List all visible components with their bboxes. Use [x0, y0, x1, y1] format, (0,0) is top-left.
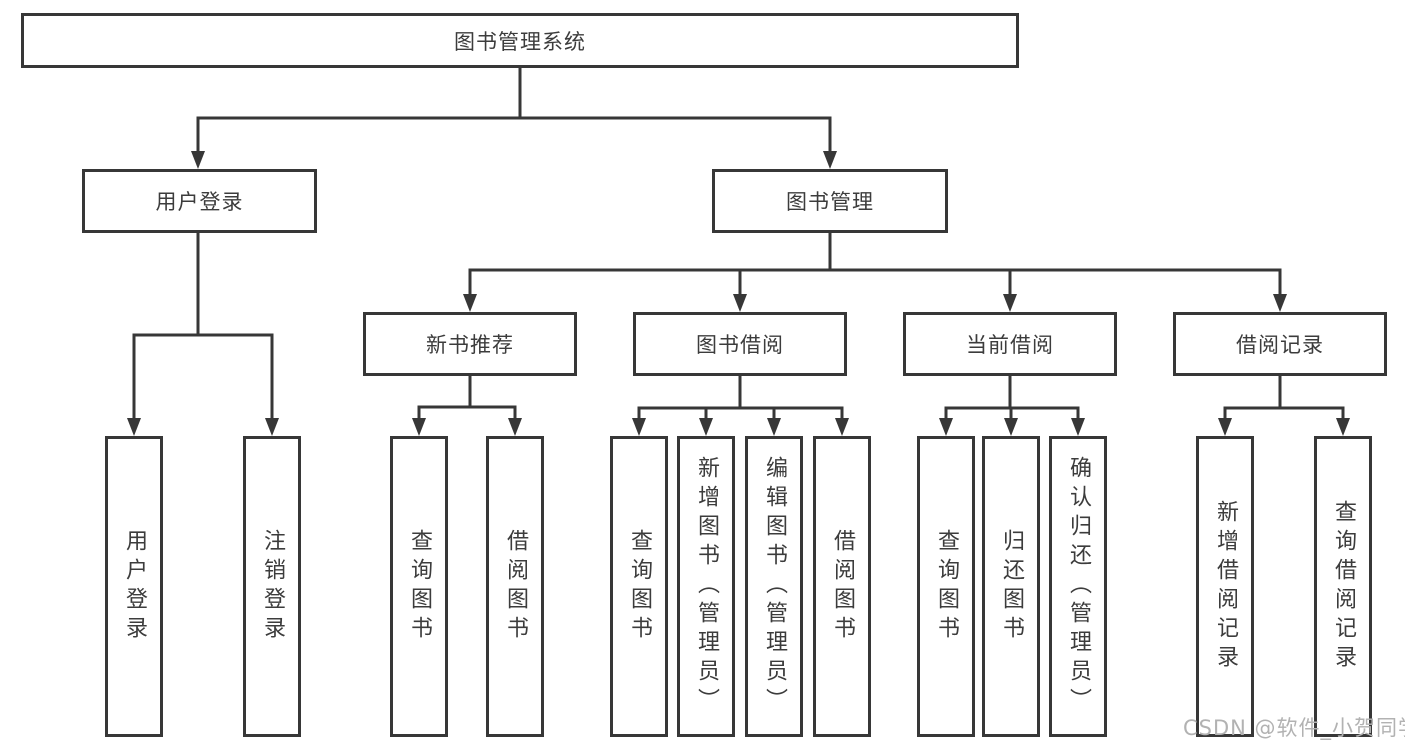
- leaf-add-book-admin: 新增图书（管理员）: [677, 436, 735, 737]
- leaf-query-books-recommend: 查询图书: [390, 436, 448, 737]
- leaf-query-books-current: 查询图书: [917, 436, 975, 737]
- leaf-label: 归还图书: [999, 528, 1024, 645]
- node-user-login: 用户登录: [82, 169, 317, 233]
- leaf-query-borrow-record: 查询借阅记录: [1314, 436, 1372, 737]
- leaf-label: 查询图书: [627, 528, 652, 645]
- leaf-label: 新增借阅记录: [1213, 499, 1238, 674]
- leaf-label: 借阅图书: [830, 528, 855, 645]
- leaf-label: 查询图书: [934, 528, 959, 645]
- leaf-edit-book-admin: 编辑图书（管理员）: [745, 436, 803, 737]
- leaf-add-borrow-record: 新增借阅记录: [1196, 436, 1254, 737]
- leaf-label: 注销登录: [260, 528, 285, 645]
- node-book-management: 图书管理: [712, 169, 948, 233]
- node-book-borrowing: 图书借阅: [633, 312, 847, 376]
- node-library-system: 图书管理系统: [21, 13, 1019, 68]
- leaf-return-book: 归还图书: [982, 436, 1040, 737]
- node-current-borrowing: 当前借阅: [903, 312, 1117, 376]
- leaf-label: 新增图书（管理员）: [694, 456, 719, 717]
- leaf-borrow-books: 借阅图书: [813, 436, 871, 737]
- leaf-label: 确认归还（管理员）: [1066, 456, 1091, 717]
- leaf-borrow-books-recommend: 借阅图书: [486, 436, 544, 737]
- leaf-user-login: 用户登录: [105, 436, 163, 737]
- leaf-query-books-borrow: 查询图书: [610, 436, 668, 737]
- watermark: CSDN @软件_小贺同学: [1183, 716, 1405, 740]
- leaf-logout: 注销登录: [243, 436, 301, 737]
- node-borrowing-records: 借阅记录: [1173, 312, 1387, 376]
- node-new-book-recommend: 新书推荐: [363, 312, 577, 376]
- leaf-label: 编辑图书（管理员）: [762, 456, 787, 717]
- leaf-confirm-return-admin: 确认归还（管理员）: [1049, 436, 1107, 737]
- leaf-label: 查询图书: [407, 528, 432, 645]
- leaf-label: 借阅图书: [503, 528, 528, 645]
- leaf-label: 查询借阅记录: [1331, 499, 1356, 674]
- leaf-label: 用户登录: [122, 528, 147, 645]
